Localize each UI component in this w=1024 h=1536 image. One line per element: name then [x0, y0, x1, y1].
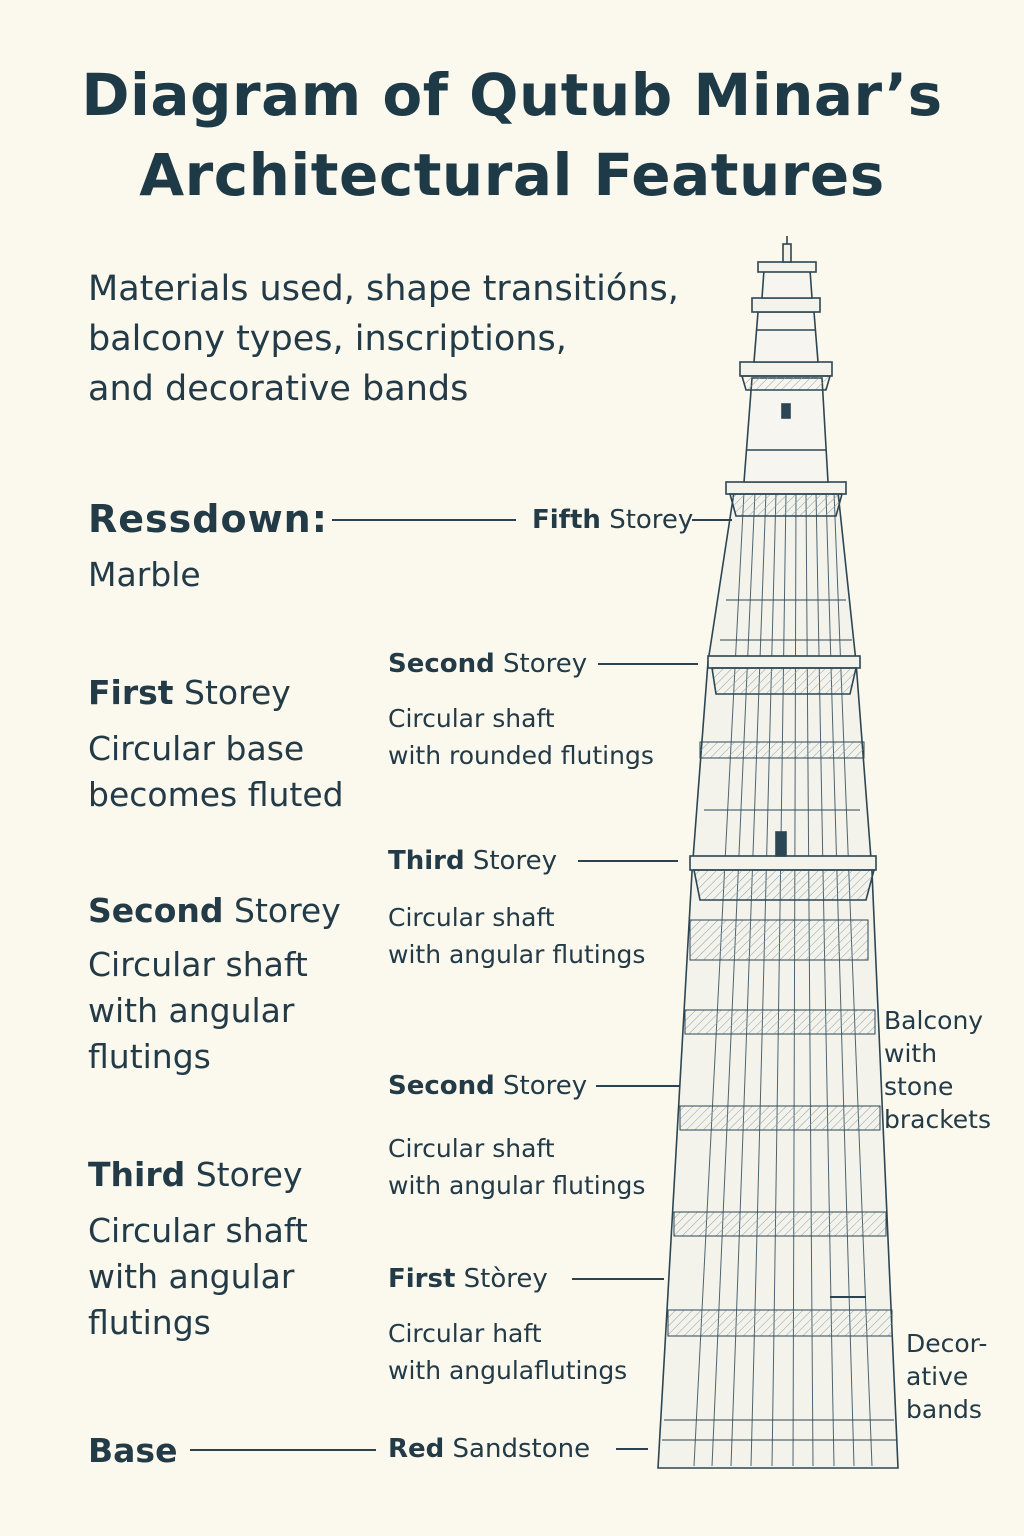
mid-second-low-heading: Second Storey — [388, 1070, 587, 1102]
mid-third-storey-desc: Circular shaft with angular flutings — [388, 899, 645, 973]
decor-label-3: bands — [906, 1395, 982, 1424]
mid-first-storey-heading: First Stòrey — [388, 1263, 548, 1295]
left-second-desc-2: with angular — [88, 991, 295, 1030]
leader-line-second-low — [596, 1085, 680, 1087]
mid-third-desc-2: with angular flutings — [388, 940, 646, 969]
left-third-desc-3: flutings — [88, 1303, 211, 1342]
mid-first-desc-1: Circular haft — [388, 1319, 542, 1348]
ressdown-desc: Marble — [88, 555, 201, 594]
left-second-desc-1: Circular shaft — [88, 945, 308, 984]
balcony-label-3: stone — [884, 1072, 954, 1101]
left-third-storey-heading: Third Storey — [88, 1154, 302, 1196]
left-second-desc-3: flutings — [88, 1037, 211, 1076]
decor-label-2: ative — [906, 1362, 969, 1391]
intro-line-1: Materials used, shape transitións, — [88, 269, 679, 309]
mid-second-top-desc-2: with rounded flutings — [388, 741, 654, 770]
intro-line-3: and decorative bands — [88, 369, 469, 409]
intro-line-2: balcony types, inscriptions, — [88, 319, 567, 359]
mid-first-storey-desc: Circular haft with angulaflutings — [388, 1315, 627, 1389]
mid-second-low-bold: Second — [388, 1071, 495, 1101]
balcony-label: Balcony with stone brackets — [884, 1004, 991, 1136]
leader-line-second-top — [598, 663, 698, 665]
left-first-desc-2: becomes fluted — [88, 775, 344, 814]
mid-fifth-rest: Storey — [609, 505, 694, 535]
mid-first-rest: Stòrey — [463, 1264, 548, 1294]
mid-red-bold: Red — [388, 1434, 445, 1464]
fluting-lines — [693, 491, 873, 1467]
mid-red-sandstone-heading: Red Sandstone — [388, 1433, 590, 1465]
leader-line-fifth — [692, 519, 732, 521]
left-first-rest: Storey — [184, 673, 291, 712]
title-line-2: Architectural Features — [139, 141, 885, 209]
mid-third-desc-1: Circular shaft — [388, 903, 555, 932]
balcony-label-2: with — [884, 1039, 938, 1068]
mid-second-low-desc-2: with angular flutings — [388, 1171, 646, 1200]
intro-text: Materials used, shape transitións, balco… — [88, 264, 728, 414]
left-second-rest: Storey — [234, 891, 341, 930]
balcony-third — [689, 831, 877, 901]
left-first-storey-heading: First Storey — [88, 672, 291, 714]
mid-third-storey-heading: Third Storey — [388, 845, 557, 877]
mid-red-rest: Sandstone — [452, 1434, 591, 1464]
mid-fifth-bold: Fifth — [532, 505, 601, 535]
mid-second-low-rest: Storey — [503, 1071, 588, 1101]
mid-second-top-bold: Second — [388, 649, 495, 679]
left-first-desc-1: Circular base — [88, 729, 305, 768]
mid-second-top-desc: Circular shaft with rounded flutings — [388, 700, 654, 774]
title-line-1: Diagram of Qutub Minar’s — [81, 61, 943, 129]
left-first-bold: First — [88, 673, 174, 712]
leader-line-ressdown — [332, 519, 516, 521]
decor-label-1: Decor- — [906, 1329, 988, 1358]
mid-second-top-rest: Storey — [503, 649, 588, 679]
decorative-bands — [662, 599, 896, 1441]
mid-third-bold: Third — [388, 846, 465, 876]
left-third-desc-1: Circular shaft — [88, 1211, 308, 1250]
mid-second-top-heading: Second Storey — [388, 648, 587, 680]
mid-first-bold: First — [388, 1264, 456, 1294]
left-third-desc-2: with angular — [88, 1257, 295, 1296]
mid-second-top-desc-1: Circular shaft — [388, 704, 555, 733]
left-second-storey-desc: Circular shaft with angular flutings — [88, 942, 308, 1080]
balcony-fifth — [725, 481, 847, 517]
balcony-label-1: Balcony — [884, 1006, 984, 1035]
leader-line-third — [578, 860, 678, 862]
leader-line-base — [190, 1449, 376, 1451]
left-third-bold: Third — [88, 1155, 186, 1194]
left-third-rest: Storey — [195, 1155, 303, 1194]
leader-line-red-sandstone — [616, 1448, 648, 1450]
page-title: Diagram of Qutub Minar’s Architectural F… — [0, 55, 1024, 215]
leader-line-first — [572, 1278, 664, 1280]
left-third-storey-desc: Circular shaft with angular flutings — [88, 1208, 308, 1346]
mid-second-low-desc-1: Circular shaft — [388, 1134, 555, 1163]
left-second-storey-heading: Second Storey — [88, 890, 341, 932]
decorative-bands-label: Decor- ative bands — [906, 1327, 987, 1426]
mid-first-desc-2: with angulaflutings — [388, 1356, 628, 1385]
mid-third-rest: Storey — [472, 846, 557, 876]
mid-second-low-desc: Circular shaft with angular flutings — [388, 1130, 645, 1204]
left-first-storey-desc: Circular base becomes fluted — [88, 726, 344, 818]
leader-line-decor — [830, 1296, 866, 1298]
balcony-second — [707, 655, 861, 695]
left-second-bold: Second — [88, 891, 224, 930]
base-heading: Base — [88, 1431, 178, 1470]
balcony-label-4: brackets — [884, 1105, 992, 1134]
ressdown-heading: Ressdown: — [88, 497, 328, 541]
mid-fifth-storey-heading: Fifth Storey — [532, 504, 693, 536]
